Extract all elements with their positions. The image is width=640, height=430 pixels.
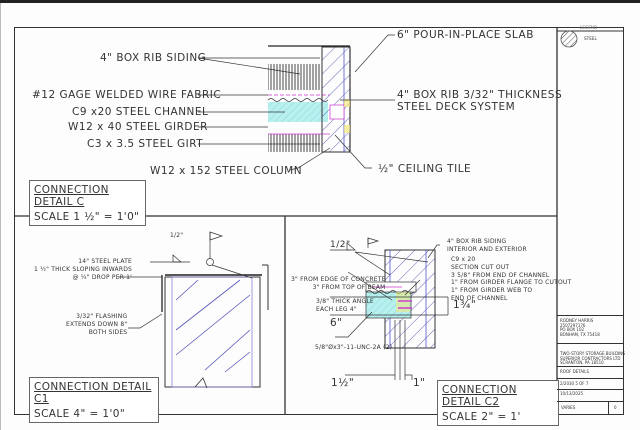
callout-steel-plate: 14" STEEL PLATE 1 ½" THICK SLOPING INWAR… [34, 258, 133, 282]
detail-c2-title: CONNECTION DETAIL C2 [442, 384, 517, 408]
callout-steel-girder: W12 x 40 STEEL GIRDER [68, 121, 208, 133]
title-block-divider [608, 401, 609, 415]
callout-deck-line1: 4" BOX RIB 3/32" THICKNESS [397, 89, 563, 101]
callout-deck-line2: STEEL DECK SYSTEM [397, 101, 516, 113]
callout-box-rib-siding: 4" BOX RIB SIDING [100, 52, 207, 64]
callout-pour-slab: 6" POUR-IN-PLACE SLAB [397, 29, 534, 41]
legend-header: LEGEND [580, 25, 598, 30]
title-block-date: 10/13/2025 [560, 391, 584, 396]
callout-flashing: 3/32" FLASHING EXTENDS DOWN 8" BOTH SIDE… [66, 313, 128, 337]
title-block-sheet-number: 2/2030 5 OF 7 [560, 381, 589, 386]
title-block-scale: VARIES [561, 405, 576, 410]
detail-c-title-box: CONNECTION DETAIL C SCALE 1 ½" = 1'0" [29, 180, 146, 226]
title-block-project: TWO-STORY STORAGE BUILDING SUPERIOR CONT… [560, 351, 626, 366]
c2-weld-symbol: 1/2" [330, 240, 351, 250]
legend-steel-label: STEEL [584, 36, 597, 41]
callout-c2-siding: 4" BOX RIB SIDING INTERIOR AND EXTERIOR [447, 238, 527, 253]
dim-6in: 6" [330, 317, 343, 329]
dim-1-3-4in: 1¾" [453, 299, 477, 311]
callout-steel-girt: C3 x 3.5 STEEL GIRT [87, 138, 204, 150]
title-block-revision: 0 [614, 405, 617, 410]
dim-1in: 1" [413, 377, 426, 389]
detail-c1-title-box: CONNECTION DETAIL C1 SCALE 4" = 1'0" [29, 377, 159, 423]
callout-c2-angle: 3/8" THICK ANGLE EACH LEG 4" [316, 298, 374, 313]
detail-c-scale: SCALE 1 ½" = 1'0" [34, 211, 140, 223]
title-block-date-row [557, 389, 623, 399]
callout-wire-fabric: #12 GAGE WELDED WIRE FABRIC [32, 89, 222, 101]
callout-ceiling-tile: ½" CEILING TILE [378, 163, 472, 175]
callout-steel-channel: C9 x20 STEEL CHANNEL [72, 106, 209, 118]
title-block-scale-row [557, 401, 623, 415]
callout-c2-bolt: 5/8"Øx3"-11-UNC-2A (2) [315, 344, 393, 351]
callout-steel-column: W12 x 152 STEEL COLUMN [150, 165, 303, 177]
detail-c2-title-box: CONNECTION DETAIL C2 SCALE 2" = 1' [437, 380, 559, 426]
title-block-project-row [557, 343, 623, 365]
callout-c2-concrete: 3" FROM EDGE OF CONCRETE 3" FROM TOP OF … [291, 276, 386, 291]
drawing-frame [14, 27, 624, 415]
title-block-owner-row [557, 315, 623, 340]
title-block-sheet-number-row [557, 378, 623, 388]
title-block-owner: RODNEY HARRIS 2507297176 PO BOX 102 BONH… [560, 318, 600, 337]
callout-c2-cutout: C9 x 20 SECTION CUT OUT 3 5/8" FROM END … [451, 256, 572, 302]
dim-1-1-2in: 1½" [331, 377, 355, 389]
steel-hatch-icon [561, 31, 577, 47]
detail-c1-scale: SCALE 4" = 1'0" [34, 408, 126, 420]
c1-weld-symbol: 1/2" [170, 232, 184, 239]
detail-c2-scale: SCALE 2" = 1' [442, 411, 521, 423]
detail-c-title: CONNECTION DETAIL C [34, 184, 109, 208]
title-block-sheet-title-row [557, 366, 623, 376]
title-block-sheet-title: ROOF DETAILS [560, 369, 590, 374]
detail-c1-title: CONNECTION DETAIL C1 [34, 381, 152, 405]
